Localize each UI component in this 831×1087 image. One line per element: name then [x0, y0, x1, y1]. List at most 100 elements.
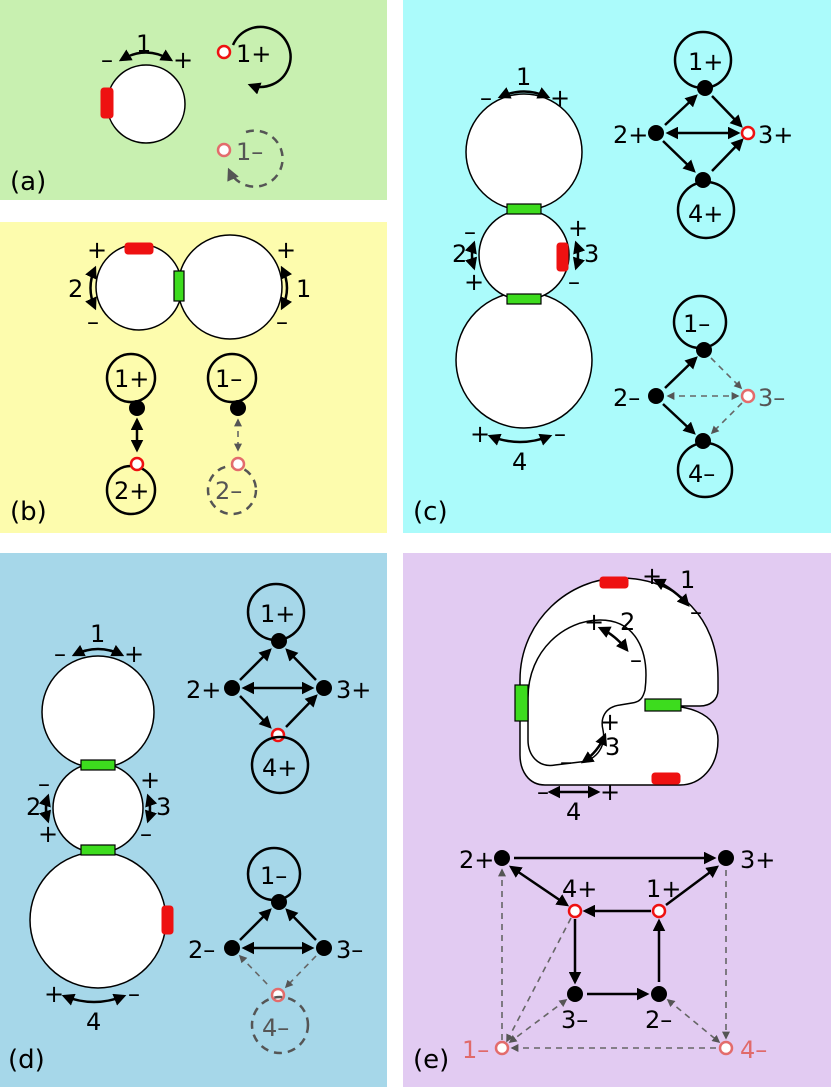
boundary-segment: [556, 242, 569, 272]
node-label: 4+: [688, 200, 723, 228]
node: [270, 987, 286, 1003]
self-loop-circle: [250, 735, 310, 795]
node-label: 2–: [188, 936, 215, 964]
loop-label: 3: [605, 733, 620, 761]
node: [651, 903, 667, 919]
node-label: 4+: [562, 875, 597, 903]
minus-label: –: [38, 770, 50, 798]
panel-a-background: [0, 0, 387, 200]
boundary-segment: [124, 242, 154, 255]
node-label: 1–: [236, 138, 263, 166]
loop-arrow: [144, 793, 158, 824]
edge: [508, 865, 570, 907]
loop-arrow: [580, 732, 607, 764]
loop-label: 1: [680, 566, 695, 594]
contact-segment: [506, 203, 542, 215]
minus-label: –: [690, 598, 702, 626]
node: [695, 172, 711, 188]
panel-tag: (d): [8, 1045, 45, 1075]
loop-label: 1: [296, 275, 311, 303]
node-label: 2+: [459, 846, 494, 874]
loop-arrow: [118, 49, 174, 62]
contact-segment: [80, 844, 116, 856]
edge: [662, 140, 696, 173]
plus-label: +: [173, 46, 193, 74]
bubble: [106, 64, 186, 144]
contact-segment: [173, 270, 185, 302]
node: [651, 986, 667, 1002]
node: [316, 680, 332, 696]
bubble: [29, 851, 167, 989]
edge: [711, 138, 744, 172]
node: [567, 986, 583, 1002]
node-label: 1–: [215, 365, 242, 393]
loop-label: 1: [136, 30, 151, 58]
loop-arrow: [61, 993, 127, 1006]
loop-label: 4: [512, 448, 527, 476]
edge: [664, 356, 698, 389]
loop-label: 2: [452, 240, 467, 268]
edge: [285, 694, 318, 728]
node-label: 4–: [740, 1036, 767, 1064]
panel-e: 1 + – 2 + – 3 + – 4 – + 2+ 3+ 4+ 1+ 3– 2…: [403, 553, 831, 1087]
self-loop: [227, 129, 284, 188]
minus-label: –: [54, 640, 66, 668]
plus-label: +: [550, 84, 570, 112]
node-label: 2–: [215, 477, 242, 505]
inner-bubble: [527, 619, 647, 767]
node: [718, 1040, 734, 1056]
loop-arrow: [71, 644, 125, 657]
loop-arrow: [652, 578, 690, 607]
edge: [710, 357, 743, 390]
boundary-segment: [100, 87, 114, 119]
edge: [238, 954, 271, 988]
node: [271, 633, 287, 649]
loop-arrow: [464, 240, 478, 271]
contact-segment: [514, 684, 529, 722]
node-label: 2–: [613, 384, 640, 412]
plus-label: +: [140, 766, 160, 794]
loop-label: 1: [90, 620, 105, 648]
node-label: 4+: [262, 754, 297, 782]
node-label: 2+: [613, 121, 648, 149]
node-label: 2+: [186, 676, 221, 704]
node-label: 1+: [688, 48, 723, 76]
loop-arrow: [597, 626, 629, 652]
panel-a: 1 – + 1+ 1– (a): [0, 0, 387, 200]
bubble: [177, 234, 283, 340]
loop-label: 1: [516, 63, 531, 91]
edge: [710, 402, 743, 435]
node-label: 1–: [260, 862, 287, 890]
plus-label: +: [470, 420, 490, 448]
plus-label: +: [464, 268, 484, 296]
node: [129, 400, 145, 416]
loop-arrow: [38, 793, 52, 824]
panel-c: 1 – + 2 – + 3 + – 4 + – 1+ 2+ 3+ 4+ 1–: [403, 0, 831, 533]
node: [271, 894, 287, 910]
node: [740, 388, 756, 404]
node: [230, 400, 246, 416]
loop-label: 3: [156, 793, 171, 821]
node: [316, 940, 332, 956]
node: [648, 125, 664, 141]
node: [494, 1040, 510, 1056]
node-label: 1+: [114, 365, 149, 393]
node: [129, 456, 145, 472]
minus-label: –: [128, 980, 140, 1008]
node: [230, 456, 246, 472]
minus-label: –: [140, 820, 152, 848]
loop-label: 2: [68, 275, 83, 303]
minus-label: –: [87, 308, 99, 336]
panel-tag: (a): [10, 167, 46, 197]
edge: [666, 998, 721, 1044]
node: [224, 680, 240, 696]
plus-label: +: [276, 236, 296, 264]
edge: [665, 865, 720, 907]
node-label: 1+: [236, 40, 271, 68]
edge: [239, 908, 272, 941]
node: [224, 940, 240, 956]
node: [697, 80, 713, 96]
loop-arrow: [280, 265, 293, 311]
edge: [239, 695, 272, 729]
